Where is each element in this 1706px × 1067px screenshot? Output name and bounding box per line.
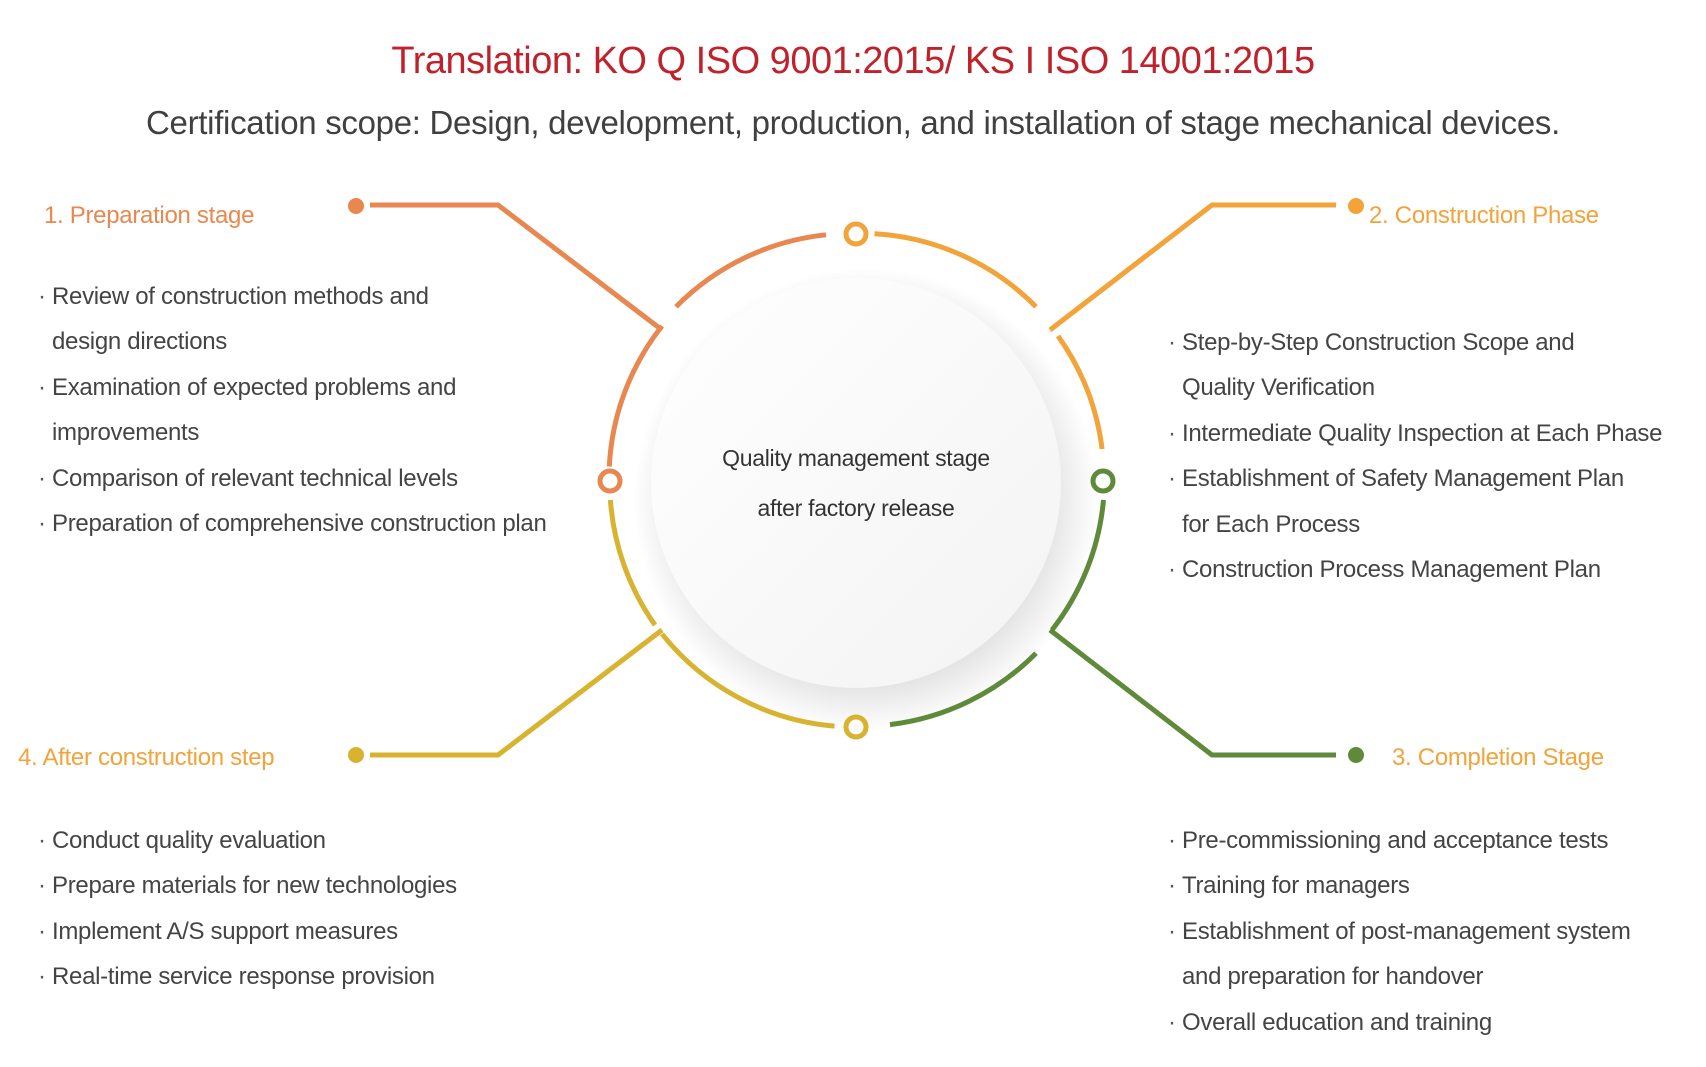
list-item: Conduct quality evaluation — [38, 818, 457, 864]
ring-arc-stage2-upper — [874, 231, 1038, 309]
list-item: Intermediate Quality Inspection at Each … — [1168, 411, 1663, 457]
stage-3-list: Pre-commissioning and acceptance testsTr… — [1168, 818, 1631, 1046]
list-item: Construction Process Management Plan — [1168, 547, 1662, 593]
ring-arc-stage2-lower — [1055, 334, 1105, 450]
center-label-line2: after factory release — [757, 495, 955, 521]
list-item-text: Real-time service response provision — [52, 963, 435, 991]
list-item-text: Preparation of comprehensive constructio… — [52, 510, 547, 538]
list-item: Establishment of post-management system a… — [1168, 909, 1631, 1000]
stage-3-title: 3. Completion Stage — [1392, 744, 1604, 771]
list-item-text: Prepare materials for new technologies — [52, 872, 457, 900]
stage-2-title: 2. Construction Phase — [1369, 202, 1599, 229]
certification-scope: Certification scope: Design, development… — [146, 104, 1560, 141]
list-item-text: design directions — [52, 328, 228, 356]
list-item-text: Implement A/S support measures — [52, 917, 398, 945]
dot-stage1 — [348, 198, 364, 214]
list-item: Training for managers — [1168, 863, 1631, 909]
list-item-text: Comparison of relevant technical levels — [52, 464, 458, 492]
list-item-text: Training for managers — [1182, 872, 1410, 900]
node-right — [1090, 468, 1116, 494]
list-item: Real-time service response provision — [38, 954, 457, 1000]
list-item-text: Examination of expected problems and — [52, 373, 457, 401]
page-title: Translation: KO Q ISO 9001:2015/ KS I IS… — [391, 40, 1315, 82]
stage-1-title: 1. Preparation stage — [44, 202, 255, 229]
list-item: Pre-commissioning and acceptance tests — [1168, 818, 1631, 864]
list-item-text: Conduct quality evaluation — [52, 827, 326, 854]
list-item-text: Pre-commissioning and acceptance tests — [1182, 827, 1609, 854]
ring-arc-stage3-upper — [1050, 499, 1106, 632]
ring-arc-stage1-lower — [606, 324, 664, 467]
stage-1-list: Review of construction methods and design… — [38, 274, 547, 547]
connector-stage4 — [370, 628, 664, 758]
stage-4-title: 4. After construction step — [18, 744, 275, 771]
node-left — [597, 468, 623, 494]
list-item-text: Review of construction methods and — [52, 283, 429, 310]
list-item-text: Establishment of Safety Management Plan — [1182, 465, 1624, 493]
list-item-text: Intermediate Quality Inspection at Each … — [1182, 419, 1663, 447]
list-item: Preparation of comprehensive constructio… — [38, 501, 547, 547]
list-item-text: Quality Verification — [1182, 374, 1375, 402]
list-item: Examination of expected problems and impr… — [38, 365, 547, 456]
connector-stage2 — [1048, 202, 1336, 332]
dot-stage4 — [348, 747, 364, 763]
list-item-text: Establishment of post-management system — [1182, 917, 1631, 945]
connector-stage3 — [1048, 628, 1336, 758]
list-item: Prepare materials for new technologies — [38, 863, 457, 909]
list-item-text: Construction Process Management Plan — [1182, 556, 1601, 584]
stage-2-list: Step-by-Step Construction Scope andQuali… — [1168, 320, 1663, 593]
center-circle — [651, 278, 1061, 688]
list-item: Establishment of Safety Management Plan f… — [1168, 456, 1662, 547]
center-label-line1: Quality management stage — [722, 445, 990, 471]
ring-arc-stage4-lower — [660, 632, 835, 729]
list-item: Overall education and training — [1168, 1000, 1631, 1046]
node-bottom — [843, 714, 869, 740]
list-item: Review of construction methods and design… — [38, 274, 547, 365]
list-item-text: and preparation for handover — [1182, 963, 1484, 991]
list-item-text: improvements — [52, 419, 200, 447]
list-item: Step-by-Step Construction Scope andQuali… — [1168, 320, 1662, 411]
connector-stage1 — [370, 202, 664, 332]
list-item-text: Overall education and training — [1182, 1008, 1492, 1036]
list-item: Comparison of relevant technical levels — [38, 456, 547, 502]
list-item: Implement A/S support measures — [38, 909, 457, 955]
dot-stage3 — [1348, 747, 1364, 763]
ring-arc-stage1-upper — [674, 232, 827, 309]
node-top — [843, 221, 869, 247]
list-item-text: Step-by-Step Construction Scope and — [1182, 329, 1575, 356]
ring-arc-stage3-lower — [889, 651, 1038, 728]
ring-arc-stage4-upper — [607, 499, 658, 627]
list-item-text: for Each Process — [1182, 510, 1360, 538]
dot-stage2 — [1348, 198, 1364, 214]
center-label: Quality management stage after factory r… — [656, 433, 1056, 533]
stage-4-list: Conduct quality evaluationPrepare materi… — [38, 818, 457, 1000]
